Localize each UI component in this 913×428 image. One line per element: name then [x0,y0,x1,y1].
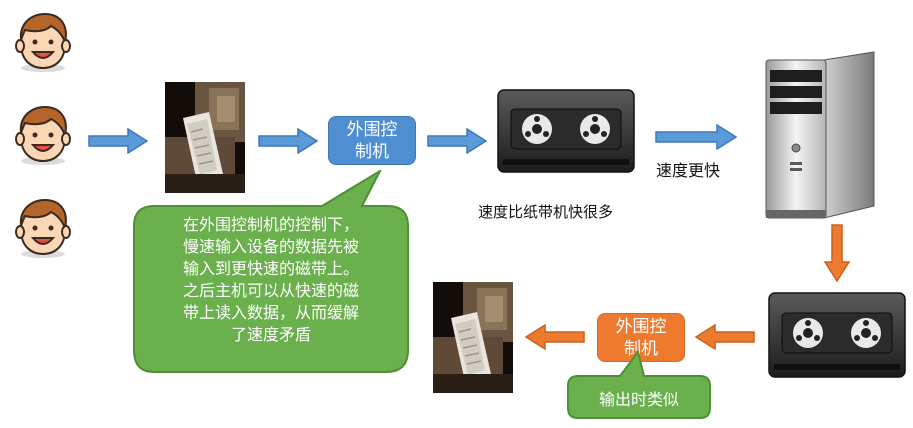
controller-label-line1: 外围控 [615,316,667,337]
output-similar-callout [567,350,711,419]
paper-tape-photo [165,82,245,193]
explanation-line: 带上读入数据，从而缓解 [182,303,359,322]
paper-tape-photo [433,282,513,393]
explanation-line: 在外围控制机的控制下， [182,215,359,234]
faster-label: 速度更快 [656,161,721,180]
explanation-line: 慢速输入设备的数据先被 [182,237,359,256]
arrow-right-icon [427,128,487,154]
arrow-left-icon [695,324,755,350]
tape-drive-icon [497,89,635,173]
person-face-icon [15,12,71,72]
arrow-right-icon [655,124,737,150]
controller-label-line2: 制机 [355,141,389,162]
tape-speed-caption: 速度比纸带机快很多 [478,203,614,221]
arrow-right-icon [88,128,148,154]
person-face-icon [15,198,71,258]
peripheral-controller-box: 外围控 制机 [328,116,416,165]
explanation-callout [133,170,409,373]
arrow-down-icon [824,224,850,282]
person-face-icon [15,105,71,165]
explanation-text: 在外围控制机的控制下， 慢速输入设备的数据先被 输入到更快速的磁带上。 之后主机… [140,214,402,346]
tape-drive-icon [768,292,906,378]
tower-computer-icon [765,51,875,219]
arrow-right-icon [258,128,318,154]
explanation-line: 输入到更快速的磁带上。 [182,259,359,278]
controller-label-line2: 制机 [624,338,658,359]
output-similar-text: 输出时类似 [598,390,679,409]
peripheral-controller-box: 外围控 制机 [597,313,685,362]
controller-label-line1: 外围控 [346,119,398,140]
explanation-line: 了速度矛盾 [230,325,311,344]
explanation-line: 之后主机可以从快速的磁 [182,281,359,300]
arrow-left-icon [525,324,585,350]
